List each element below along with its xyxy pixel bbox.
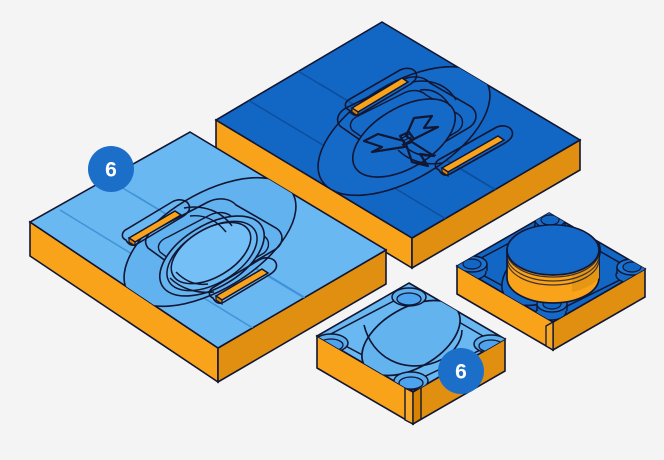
callout-badge-2[interactable]: 6 (438, 348, 484, 394)
badge-circle[interactable] (438, 348, 484, 394)
badge-label: 6 (105, 159, 117, 182)
light-plate-surface-detail (30, 171, 365, 348)
boss-block-front-chamfer (545, 320, 554, 352)
light-plate-channels (169, 206, 233, 294)
impeller-engraving (362, 114, 440, 168)
boss-cylinder-rings (506, 251, 600, 286)
boss-cap-highlight (509, 225, 597, 273)
light-plate-boss-top (170, 221, 252, 285)
dark-plate-slot-upper (344, 67, 418, 118)
dark-blue-plate (214, 21, 582, 270)
boss-cylinder (506, 224, 600, 304)
flange-top-detail (317, 287, 505, 391)
dark-plate-channels (397, 80, 457, 165)
callout-badge-1[interactable]: 6 (88, 146, 134, 192)
badge-label: 6 (455, 361, 467, 384)
light-plate-slot-upper (121, 199, 191, 248)
dark-plate-slot-lower (434, 125, 514, 178)
light-plate-slot-lower (208, 257, 278, 306)
boss-block (455, 212, 647, 352)
badge-circle[interactable] (88, 146, 134, 192)
square-flange-block (315, 282, 507, 426)
flange-bore-floor (363, 324, 463, 367)
